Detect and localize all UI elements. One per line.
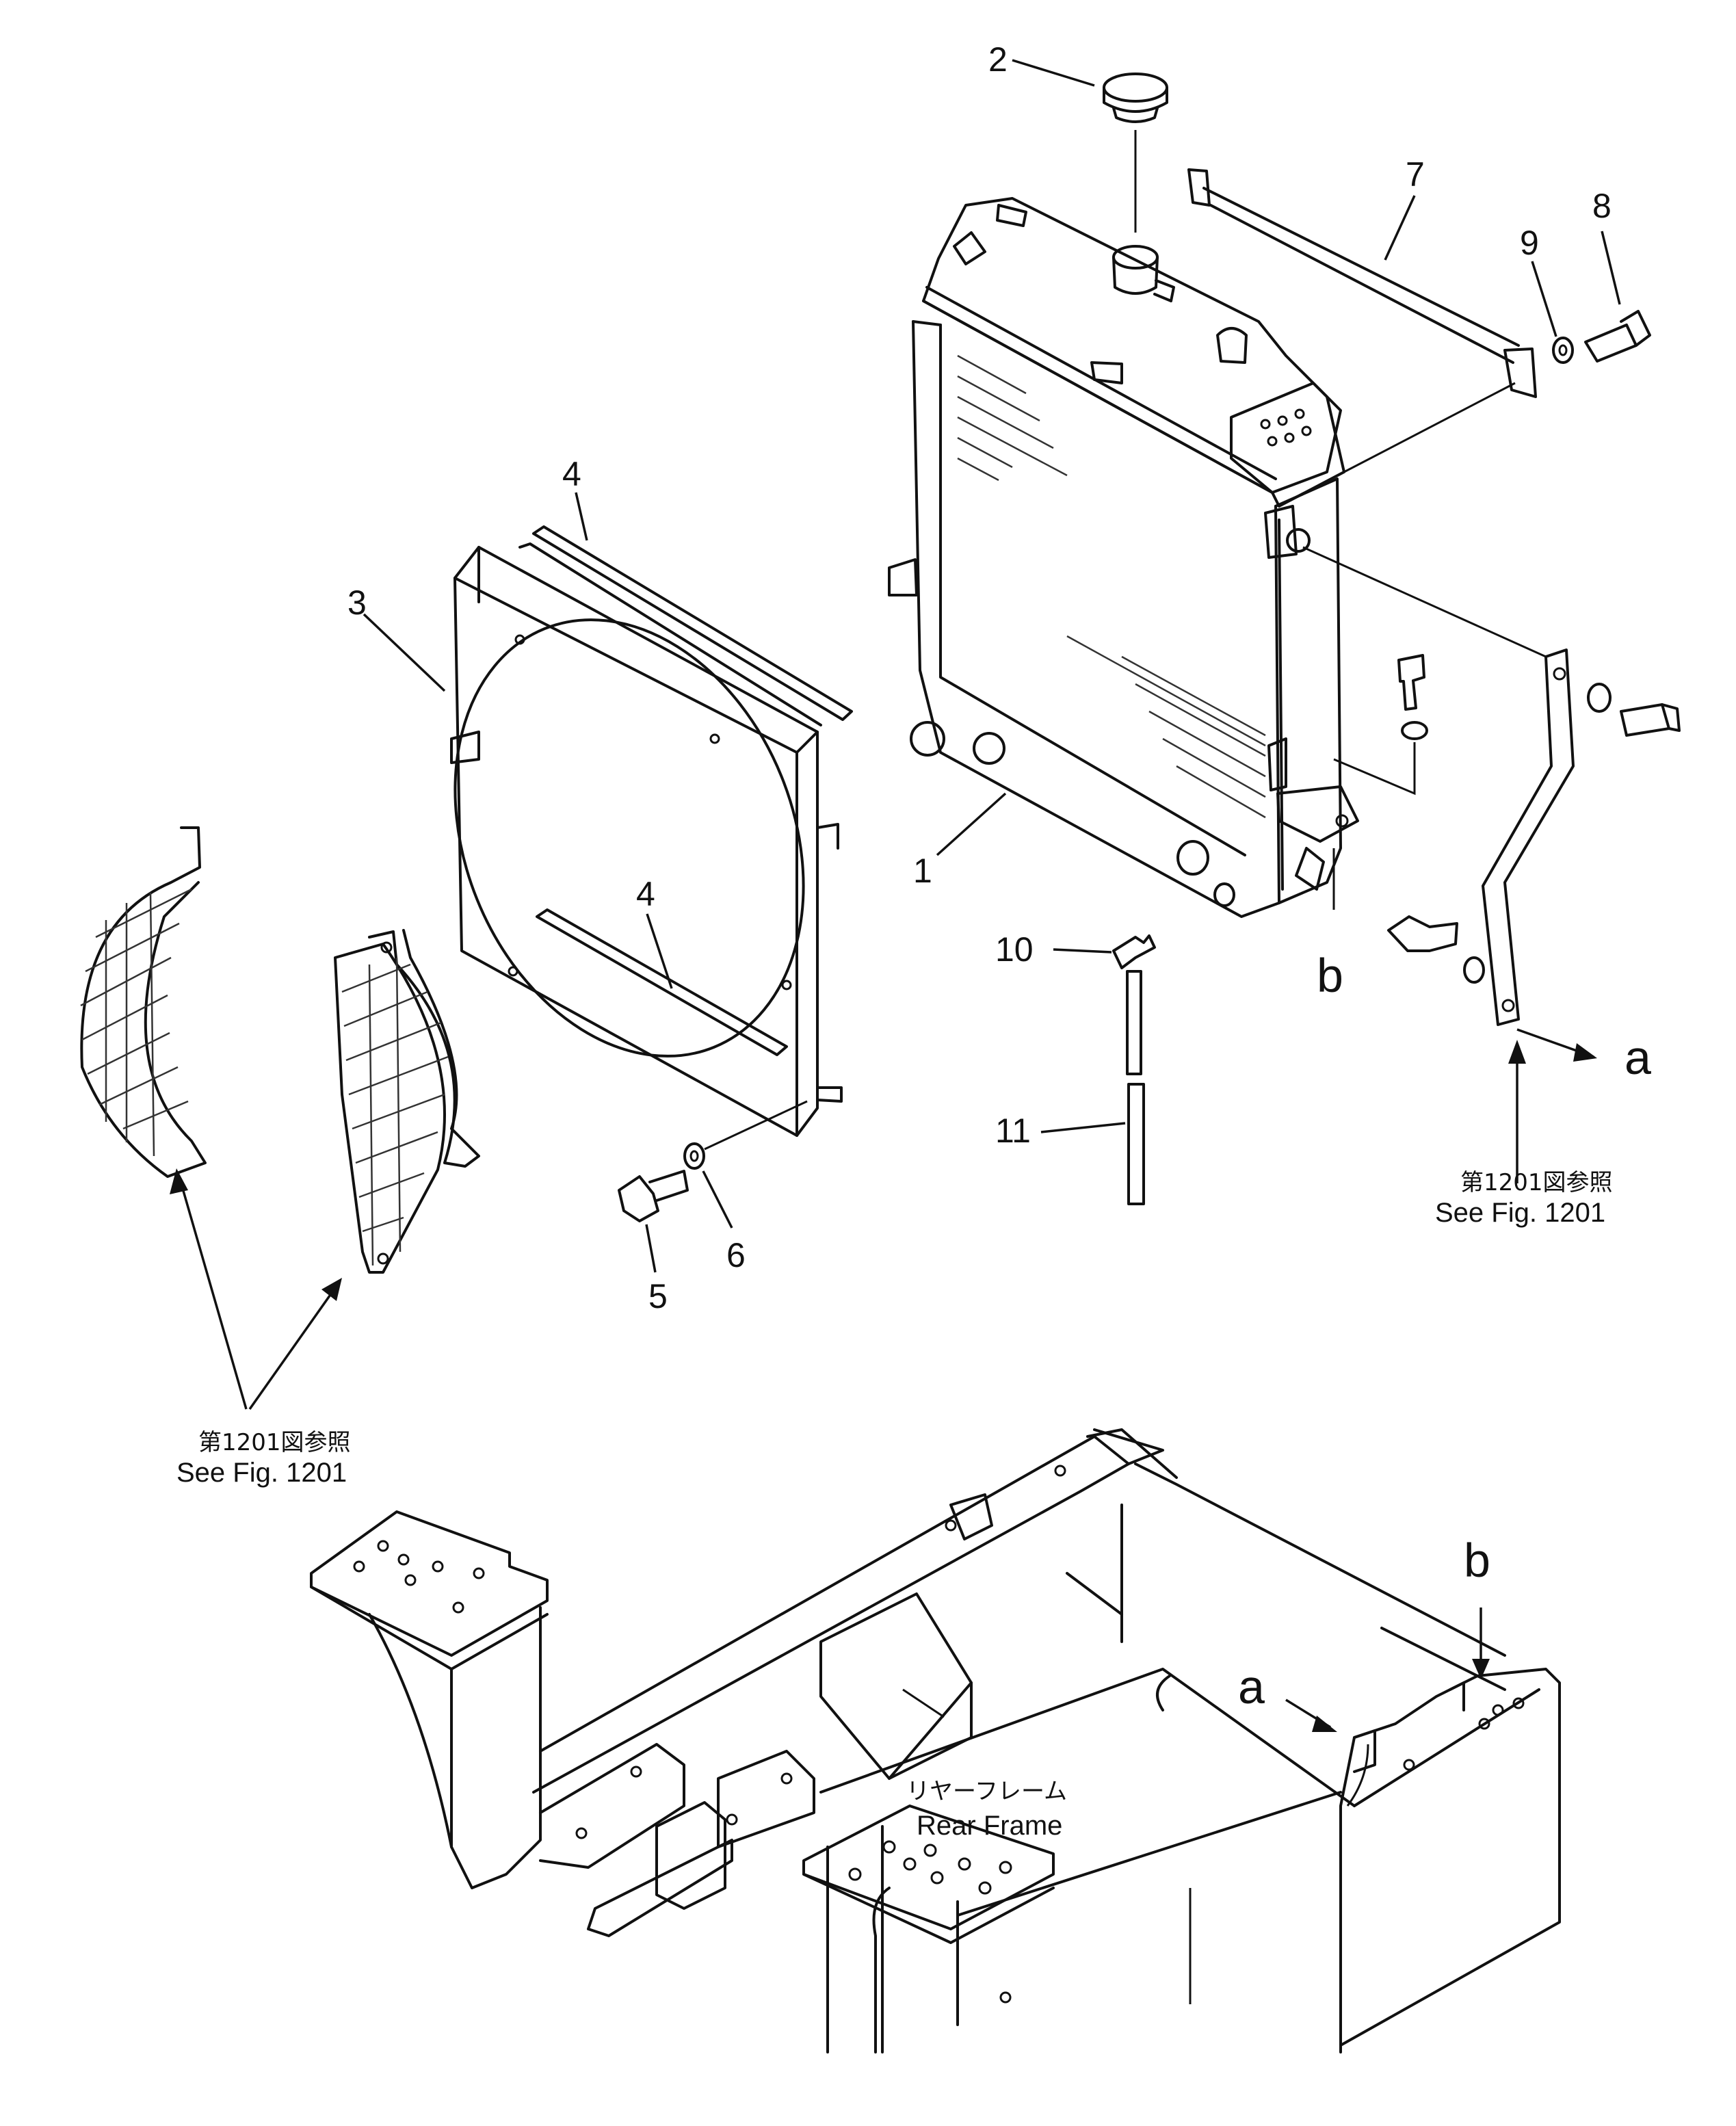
note-left-jp: 第1201図参照 bbox=[198, 1429, 351, 1456]
drain-cock-10 bbox=[1112, 934, 1156, 969]
callout-4-lower: 4 bbox=[636, 875, 655, 913]
bolt-8 bbox=[1584, 310, 1651, 363]
washer-9 bbox=[1552, 337, 1574, 364]
drain-hose-11 bbox=[1126, 970, 1145, 1205]
washer-6 bbox=[683, 1142, 705, 1170]
seal-strip-upper bbox=[532, 525, 853, 721]
fan-shroud bbox=[450, 542, 843, 1151]
stay-rod bbox=[1187, 168, 1537, 473]
radiator-cap bbox=[1103, 73, 1168, 233]
mount-holes-rear bbox=[848, 1840, 1012, 1895]
bolt-and-washer-b bbox=[1332, 654, 1428, 910]
letter-a-frame: a bbox=[1238, 1660, 1265, 1714]
note-see-fig-left: 第1201図参照 See Fig. 1201 bbox=[176, 1429, 351, 1488]
radiator-core-fins bbox=[957, 354, 1266, 819]
reference-arrows-left bbox=[170, 1168, 342, 1410]
bracket-holes bbox=[1260, 408, 1312, 447]
leader-lines bbox=[363, 59, 1621, 1273]
callout-1: 1 bbox=[913, 852, 932, 890]
callout-numbers: 2 7 8 9 4 3 4 1 10 11 5 6 bbox=[347, 40, 1612, 1315]
callout-10: 10 bbox=[995, 930, 1034, 969]
seal-strip-lower bbox=[536, 908, 788, 1056]
note-see-fig-right: 第1201図参照 See Fig. 1201 bbox=[1435, 1169, 1613, 1228]
fan-guard-left bbox=[80, 826, 207, 1178]
letter-b-radiator: b bbox=[1317, 949, 1343, 1002]
note-right-en: See Fig. 1201 bbox=[1435, 1198, 1605, 1228]
callout-4-upper: 4 bbox=[562, 455, 581, 493]
callout-3: 3 bbox=[347, 583, 367, 622]
callout-5: 5 bbox=[648, 1277, 668, 1315]
callout-11: 11 bbox=[995, 1112, 1031, 1150]
mounting-strap bbox=[1302, 546, 1681, 1183]
bolt-5 bbox=[618, 1170, 689, 1222]
radiator-assembly bbox=[888, 197, 1359, 918]
reference-letters: b a a b bbox=[1238, 949, 1651, 1714]
rear-frame-label-en: Rear Frame bbox=[917, 1811, 1062, 1841]
callout-6: 6 bbox=[726, 1236, 746, 1274]
callout-2: 2 bbox=[988, 40, 1008, 79]
mount-holes-left bbox=[353, 1540, 485, 1614]
rear-frame-label: リヤーフレーム Rear Frame bbox=[906, 1778, 1067, 1841]
note-left-en: See Fig. 1201 bbox=[176, 1458, 347, 1488]
letter-b-frame: b bbox=[1464, 1534, 1490, 1587]
fan-guard-right bbox=[334, 929, 480, 1274]
note-right-jp: 第1201図参照 bbox=[1460, 1169, 1613, 1196]
rear-frame-label-jp: リヤーフレーム bbox=[906, 1778, 1067, 1805]
callout-9: 9 bbox=[1520, 224, 1539, 262]
callout-8: 8 bbox=[1592, 187, 1612, 225]
rear-frame bbox=[310, 1428, 1561, 2053]
callout-7: 7 bbox=[1406, 155, 1425, 194]
letter-a-strap: a bbox=[1625, 1031, 1651, 1084]
